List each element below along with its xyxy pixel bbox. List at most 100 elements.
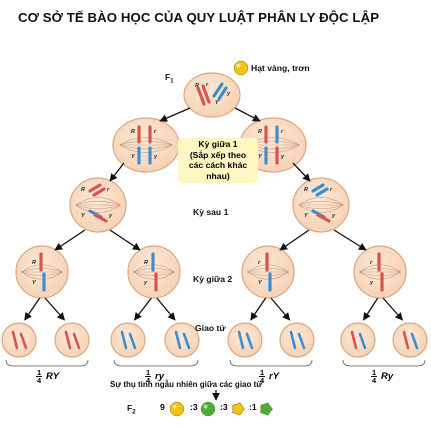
chromosome-red (72, 332, 81, 350)
allele-label: R (195, 83, 199, 89)
chromosome-blue (120, 330, 128, 350)
allele-label: y (143, 280, 148, 286)
allele-label: y (226, 91, 231, 97)
chromosome-blue (174, 330, 182, 350)
gamete-genotype: ry (155, 371, 164, 382)
spindle-fiber (119, 140, 173, 146)
flow-arrow (109, 162, 125, 182)
allele-label: Y (258, 280, 263, 286)
spindle-fiber (298, 200, 344, 206)
spindle-fiber (298, 204, 344, 210)
gamete-cell (1, 322, 37, 358)
flow-arrow (250, 297, 267, 321)
seed-highlight (203, 404, 208, 409)
spindle-fiber (119, 144, 173, 150)
cell-membrane (110, 322, 146, 358)
cell-membrane (54, 322, 90, 358)
allele-label: y (369, 280, 374, 286)
gamete-genotype: Ry (381, 371, 394, 382)
flow-arrow (333, 229, 367, 251)
chromosome-red (11, 330, 19, 350)
allele-label: y (331, 213, 336, 219)
gamete-bracket (5, 359, 89, 367)
chromosome-blue (128, 332, 137, 350)
gamete-genotype: RY (46, 371, 60, 382)
cell-membrane (1, 322, 37, 358)
gamete-cell (164, 322, 200, 358)
gamete-bracket (113, 359, 199, 367)
allele-label: Y (32, 280, 37, 286)
spindle-fiber (298, 204, 344, 213)
allele-label: R (258, 129, 262, 135)
metaphase1-box: Kỳ giữa 1 (Sắp xếp theo các cách khác nh… (178, 138, 258, 183)
gamete-cell (340, 322, 376, 358)
chromosome-red (196, 86, 206, 106)
flow-arrow (54, 229, 86, 251)
metaphase2-cell: RY (15, 245, 69, 299)
flow-arrow (292, 162, 311, 182)
flow-arrow (279, 229, 310, 251)
allele-label: R (131, 129, 135, 135)
allele-label: y (153, 154, 158, 160)
allele-label: R (32, 260, 36, 266)
gamete-cell (110, 322, 146, 358)
chromosome-blue (358, 332, 367, 350)
spindle-fiber (75, 204, 121, 210)
metaphase2-cell: ry (353, 245, 407, 299)
allele-label: Y (215, 100, 220, 106)
spindle-fiber (359, 271, 401, 280)
allele-label: R (81, 187, 85, 193)
gamete-cell (279, 322, 315, 358)
cell-membrane (279, 322, 315, 358)
cell-membrane (183, 72, 241, 118)
seed-highlight (236, 63, 241, 68)
seed-body (233, 60, 249, 76)
metaphase1-label: Kỳ giữa 1 (198, 139, 238, 149)
chromosome-red (402, 330, 410, 350)
f2-label: F2 (127, 403, 136, 416)
chromosome-blue (182, 332, 191, 350)
f2-ratio-3a: :3 (190, 402, 198, 412)
chromosome-red (64, 330, 72, 350)
chromosome-red (350, 330, 358, 350)
allele-label: r (206, 82, 209, 88)
metaphase2-label: Kỳ giữa 2 (193, 274, 233, 284)
gamete-genotype: rY (269, 371, 280, 382)
flow-arrow (109, 229, 141, 251)
yellow-round-seed-icon (169, 401, 185, 417)
chromosome-blue (315, 187, 329, 197)
gamete-cell (392, 322, 428, 358)
spindle-fiber (247, 271, 289, 280)
flow-arrow (382, 297, 404, 321)
green-wrinkled-seed-icon (260, 402, 273, 416)
f2-ratio-3b: :3 (220, 402, 228, 412)
flow-arrow (24, 297, 41, 321)
fertilization-label: Sự thụ tinh ngẫu nhiên giữa các giao tử (110, 380, 263, 389)
gamete-bracket (342, 359, 426, 367)
spindle-fiber (133, 271, 175, 276)
flow-arrow (44, 297, 66, 321)
cell-membrane (340, 322, 376, 358)
chromosome-red (316, 213, 331, 223)
flow-arrow (270, 297, 291, 321)
metaphase1-note: (Sắp xếp theo các cách khác nhau) (188, 149, 248, 181)
gamete-bracket (229, 359, 313, 367)
allele-label: r (281, 129, 284, 135)
spindle-fiber (75, 197, 121, 206)
chromosome-blue (297, 332, 306, 350)
cell-membrane (227, 322, 263, 358)
chromosome-red (201, 84, 211, 104)
flow-arrow (156, 297, 176, 321)
allele-label: r (370, 260, 373, 266)
allele-label: R (144, 260, 148, 266)
chromosome-red (88, 183, 102, 193)
f1-phenotype-label: Hạt vàng, trơn (251, 63, 310, 73)
allele-label: Y (304, 213, 309, 219)
spindle-fiber (298, 197, 344, 206)
metaphase2-cell: Ry (127, 245, 181, 299)
spindle-fiber (21, 271, 63, 280)
